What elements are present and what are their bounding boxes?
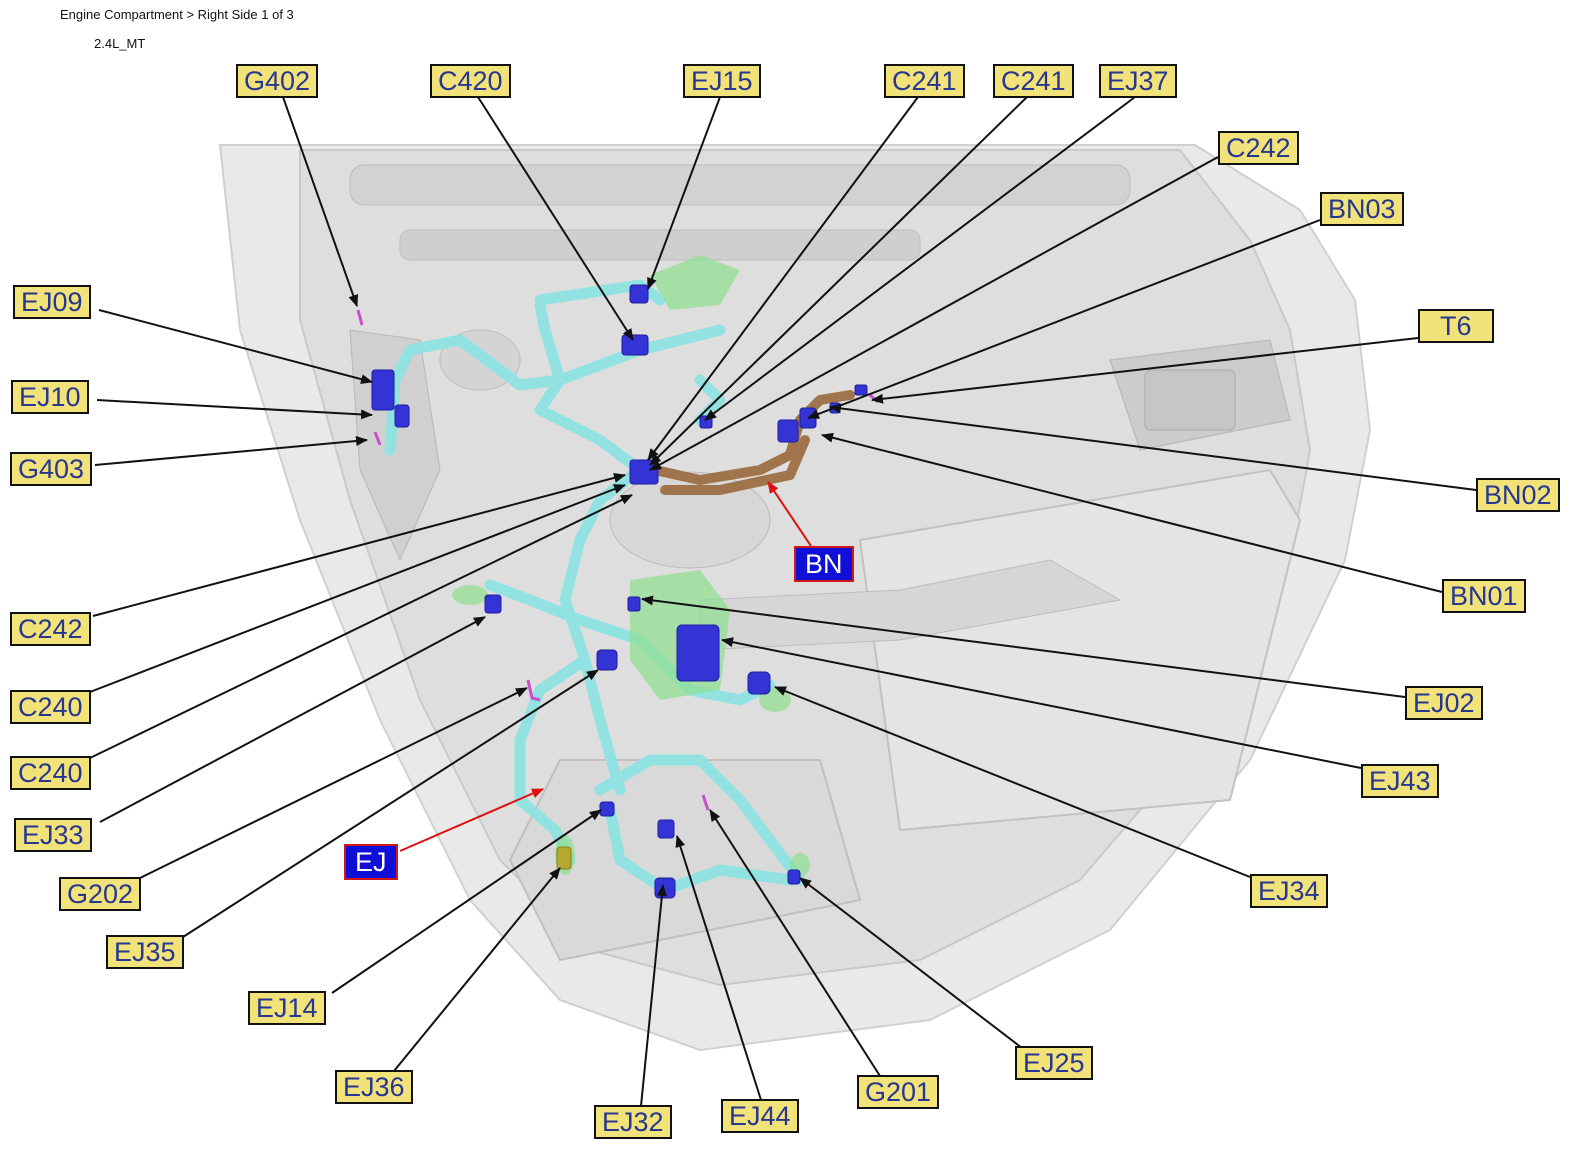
- label-ej10[interactable]: EJ10: [11, 380, 89, 414]
- label-g202[interactable]: G202: [59, 877, 142, 911]
- label-c240-a[interactable]: C240: [10, 690, 91, 724]
- label-ej37[interactable]: EJ37: [1099, 64, 1177, 98]
- engine-variant: 2.4L_MT: [94, 36, 146, 51]
- label-ej34[interactable]: EJ34: [1250, 874, 1328, 908]
- label-c240-b[interactable]: C240: [10, 756, 91, 790]
- label-g201[interactable]: G201: [857, 1075, 940, 1109]
- label-ej02[interactable]: EJ02: [1405, 686, 1483, 720]
- harness-tag-bn[interactable]: BN: [794, 546, 854, 582]
- label-ej25[interactable]: EJ25: [1015, 1046, 1093, 1080]
- harness-pointers: [399, 481, 812, 852]
- label-g403[interactable]: G403: [10, 452, 93, 486]
- bn-harness-wiring: [650, 390, 855, 495]
- label-bn02[interactable]: BN02: [1476, 478, 1560, 512]
- label-c241-a[interactable]: C241: [884, 64, 965, 98]
- label-bn01[interactable]: BN01: [1442, 579, 1526, 613]
- label-ej33[interactable]: EJ33: [14, 818, 92, 852]
- label-c242-top[interactable]: C242: [1218, 131, 1299, 165]
- label-ej35[interactable]: EJ35: [106, 935, 184, 969]
- engine-bay-illustration: [218, 144, 1372, 1052]
- label-g402[interactable]: G402: [236, 64, 319, 98]
- leader-lines: [89, 96, 1477, 1107]
- label-c241-b[interactable]: C241: [993, 64, 1074, 98]
- label-c242-left[interactable]: C242: [10, 612, 91, 646]
- breadcrumb: Engine Compartment > Right Side 1 of 3: [60, 7, 294, 22]
- label-bn03[interactable]: BN03: [1320, 192, 1404, 226]
- label-t6[interactable]: T6: [1418, 309, 1494, 343]
- label-c420[interactable]: C420: [430, 64, 511, 98]
- label-ej44[interactable]: EJ44: [721, 1099, 799, 1133]
- label-ej36[interactable]: EJ36: [335, 1070, 413, 1104]
- label-ej14[interactable]: EJ14: [248, 991, 326, 1025]
- label-ej09[interactable]: EJ09: [13, 285, 91, 319]
- label-ej43[interactable]: EJ43: [1361, 764, 1439, 798]
- label-ej32[interactable]: EJ32: [594, 1105, 672, 1139]
- label-ej15[interactable]: EJ15: [683, 64, 761, 98]
- harness-tag-ej[interactable]: EJ: [344, 844, 398, 880]
